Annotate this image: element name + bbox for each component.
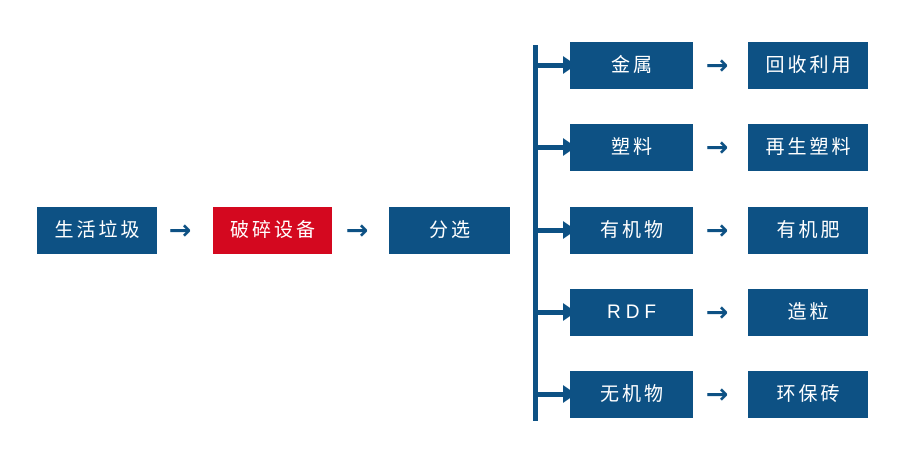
arrow-right-icon-branch-2: → — [705, 215, 729, 246]
branch-line-1 — [536, 145, 566, 150]
arrow-right-icon-main-0: → — [168, 215, 192, 246]
arrow-right-icon-branch-3: → — [705, 297, 729, 328]
node-fraction-0[interactable]: 金属 — [570, 42, 693, 89]
node-product-4[interactable]: 环保砖 — [748, 371, 868, 418]
node-product-0[interactable]: 回收利用 — [748, 42, 868, 89]
node-main-0[interactable]: 生活垃圾 — [37, 207, 157, 254]
branch-line-0 — [536, 63, 566, 68]
arrow-right-icon-branch-4: → — [705, 379, 729, 410]
arrow-right-icon-main-1: → — [345, 215, 369, 246]
branch-line-4 — [536, 392, 566, 397]
arrow-right-icon-branch-1: → — [705, 132, 729, 163]
node-fraction-4[interactable]: 无机物 — [570, 371, 693, 418]
node-fraction-3[interactable]: RDF — [570, 289, 693, 336]
node-product-3[interactable]: 造粒 — [748, 289, 868, 336]
node-main-1[interactable]: 破碎设备 — [213, 207, 332, 254]
branch-line-2 — [536, 228, 566, 233]
node-main-2[interactable]: 分选 — [389, 207, 510, 254]
node-fraction-1[interactable]: 塑料 — [570, 124, 693, 171]
node-product-1[interactable]: 再生塑料 — [748, 124, 868, 171]
arrow-right-icon-branch-0: → — [705, 50, 729, 81]
node-fraction-2[interactable]: 有机物 — [570, 207, 693, 254]
branch-line-3 — [536, 310, 566, 315]
trunk-connector — [533, 45, 538, 421]
node-product-2[interactable]: 有机肥 — [748, 207, 868, 254]
